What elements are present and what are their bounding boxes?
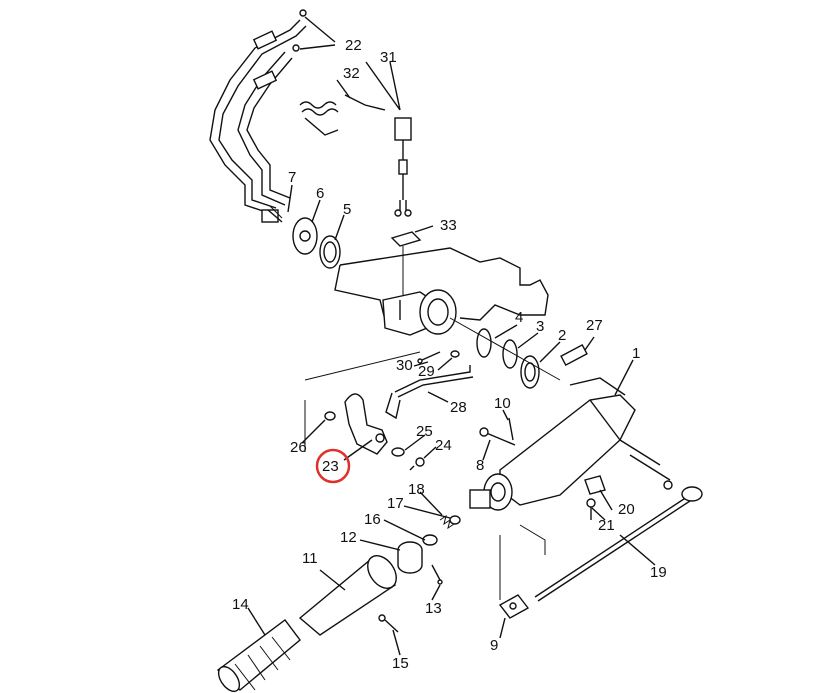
callout-27: 27: [586, 317, 603, 334]
part-30-pin: [417, 351, 441, 364]
callout-8: 8: [476, 457, 484, 474]
highlight-ring: [315, 448, 351, 484]
part-5-ring: [319, 235, 341, 269]
callout-4: 4: [515, 309, 523, 326]
callout-10: 10: [494, 395, 511, 412]
part-3-washer: [502, 339, 518, 369]
part-24-bolt: [409, 457, 425, 471]
callout-30: 30: [396, 357, 413, 374]
callout-13: 13: [425, 600, 442, 617]
part-11-grip: [298, 555, 397, 636]
part-15-screw: [378, 614, 399, 633]
part-10-pin: [508, 417, 514, 441]
part-16-washer: [422, 534, 438, 546]
part-7-bolt: [267, 205, 283, 223]
throttle-lever: [344, 393, 388, 455]
callout-17: 17: [387, 495, 404, 512]
part-17-nut: [449, 515, 461, 525]
callout-19: 19: [650, 564, 667, 581]
leader-lines: [247, 16, 656, 656]
callout-3: 3: [536, 318, 544, 335]
part-25-washer: [391, 447, 405, 457]
part-14-grip-cover: [216, 619, 301, 693]
bracket-body: [334, 247, 549, 336]
callout-31: 31: [380, 49, 397, 66]
callout-labels: 22 31 32 7 6 5 33 4 3 2 27 1 30 29 28 26…: [232, 37, 667, 672]
callout-1: 1: [632, 345, 640, 362]
callout-20: 20: [618, 501, 635, 518]
callout-16: 16: [364, 511, 381, 528]
part-27-pin: [560, 344, 588, 366]
callout-22: 22: [345, 37, 362, 54]
part-32-spring: [299, 94, 386, 136]
part-31-switch: [394, 117, 412, 217]
callout-15: 15: [392, 655, 409, 672]
part-33-clip: [390, 231, 422, 300]
callout-25: 25: [416, 423, 433, 440]
part-6-plate: [292, 217, 318, 255]
part-2-bushing: [520, 355, 540, 389]
part-29-washer: [450, 350, 460, 358]
callout-7: 7: [288, 169, 296, 186]
part-19-rod: [534, 486, 703, 602]
part-13-screw: [431, 564, 443, 585]
callout-23: 23: [322, 458, 339, 475]
part-9-block: [498, 594, 530, 619]
callout-28: 28: [450, 399, 467, 416]
callout-33: 33: [440, 217, 457, 234]
callout-9: 9: [490, 637, 498, 654]
part-21-screw: [586, 498, 596, 520]
throttle-cable-assembly: [209, 9, 307, 223]
part-1-handle-bracket: [469, 377, 673, 511]
callout-2: 2: [558, 327, 566, 344]
callout-5: 5: [343, 201, 351, 218]
part-12-sleeve: [397, 541, 423, 574]
callout-6: 6: [316, 185, 324, 202]
part-4-washer: [476, 328, 492, 358]
callout-26: 26: [290, 439, 307, 456]
callout-29: 29: [418, 363, 435, 380]
callout-18: 18: [408, 481, 425, 498]
callout-21: 21: [598, 517, 615, 534]
callout-24: 24: [435, 437, 452, 454]
callout-11: 11: [302, 550, 318, 567]
part-28-link-rod: [385, 365, 474, 420]
callout-14: 14: [232, 596, 249, 613]
part-8-bolt: [479, 427, 516, 446]
part-20-bracket: [584, 475, 606, 495]
callout-32: 32: [343, 65, 360, 82]
part-26-nut: [324, 411, 336, 421]
callout-12: 12: [340, 529, 357, 546]
